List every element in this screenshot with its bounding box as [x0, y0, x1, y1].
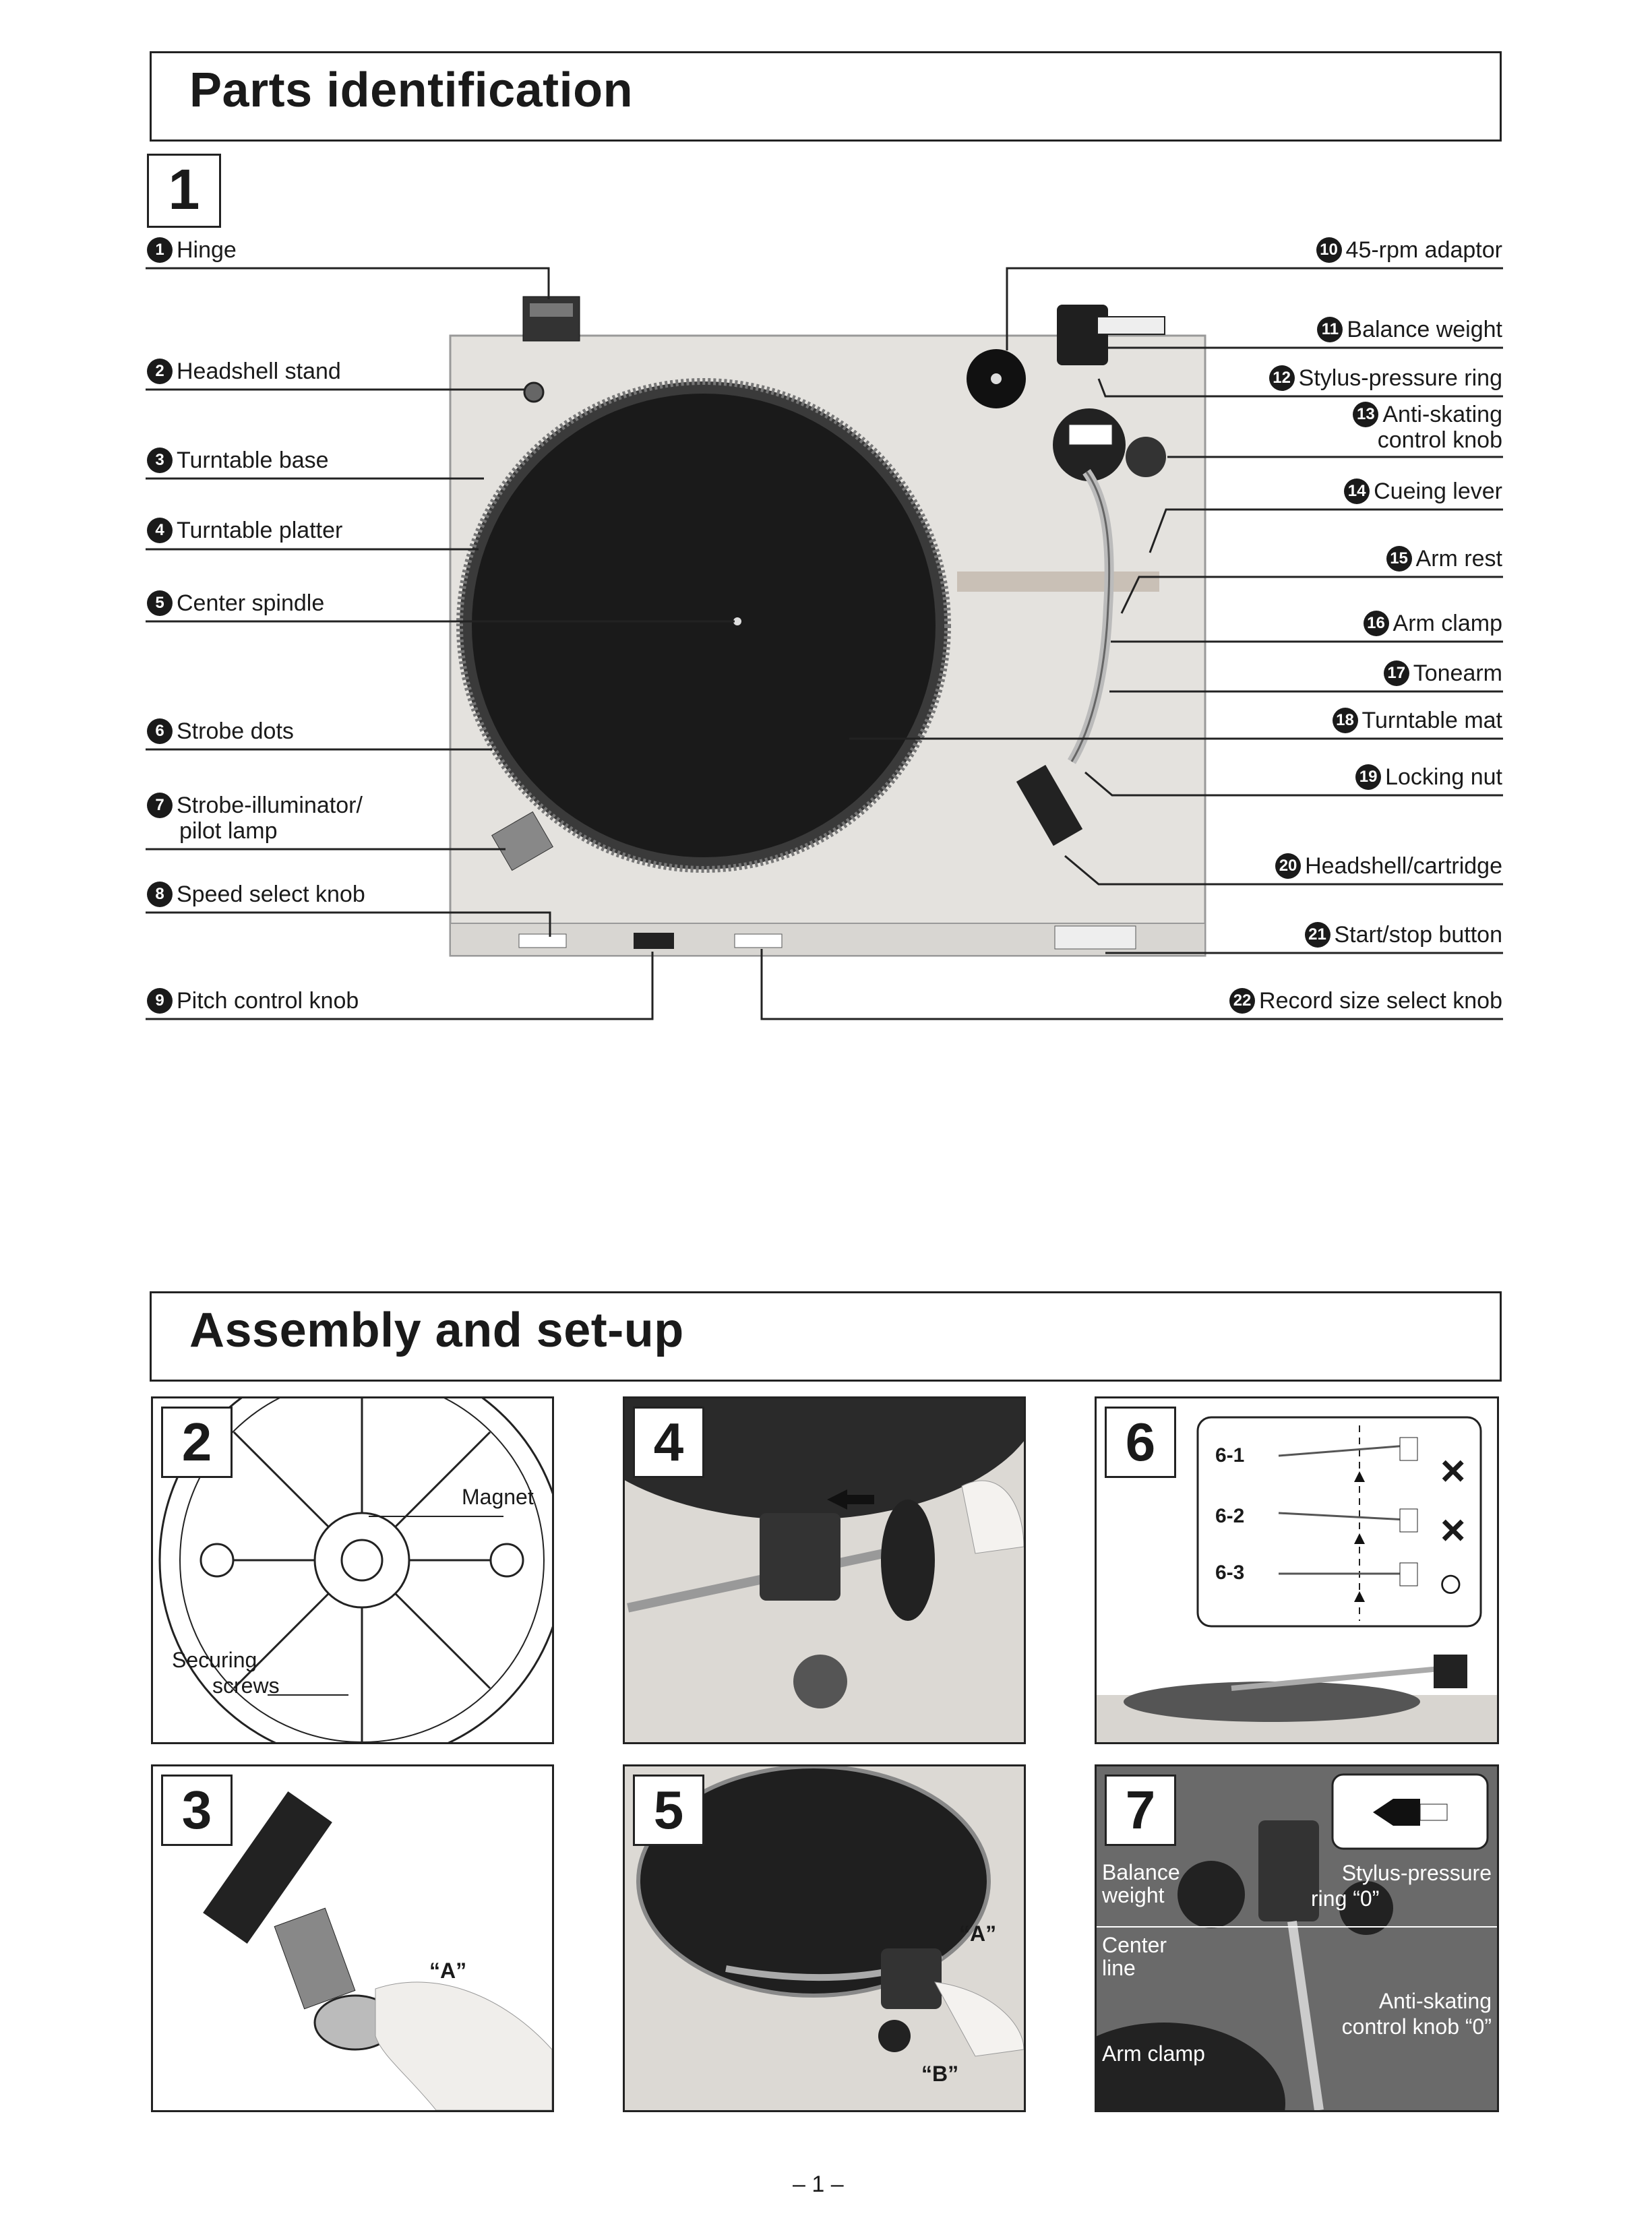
screws-label: screws [212, 1673, 280, 1698]
platter-underside-illustration [158, 1398, 552, 1742]
panel-number: 4 [633, 1407, 704, 1478]
turntable-diagram [146, 267, 1503, 1020]
center-line-label: Center line [1102, 1933, 1167, 1980]
leader-lines-right [760, 267, 1503, 1020]
section-header-parts: Parts identification [150, 51, 1502, 142]
b-label: “B” [921, 2062, 959, 2086]
a-label: “A” [959, 1921, 997, 1946]
balance-weight-label: Balance weight [1102, 1860, 1180, 1907]
arm-clamp-label: Arm clamp [1102, 2041, 1205, 2066]
tonearm-balance-illustration [1097, 1416, 1497, 1742]
panel-number: 5 [633, 1775, 704, 1846]
securing-label: Securing [172, 1648, 257, 1672]
panel-6: 6 6-1 6-2 6-3 × × ○ [1095, 1396, 1499, 1744]
panel-7: 7 Balance weight Center line Arm clamp S… [1095, 1764, 1499, 2112]
stylus-ring-label: ring “0” [1311, 1886, 1380, 1911]
panel-5: 5 “A” “B” [623, 1764, 1026, 2112]
headshell-mounting-illustration [203, 1791, 552, 2110]
a-label: “A” [429, 1959, 467, 1983]
row-6-1: 6-1 [1215, 1444, 1245, 1467]
section-title-assembly: Assembly and set-up [189, 1303, 684, 1357]
panel-4: 4 [623, 1396, 1026, 1744]
magnet-label: Magnet [462, 1485, 534, 1509]
hinge [522, 296, 580, 342]
control-knob-label: control knob “0” [1341, 2014, 1492, 2039]
panel-number: 2 [161, 1407, 233, 1478]
center-spindle [733, 617, 741, 625]
section-title: Parts identification [189, 63, 634, 117]
headshell [1016, 764, 1083, 846]
stylus-pressure-illustration [1097, 1766, 1497, 2110]
row-6-3: 6-3 [1215, 1562, 1245, 1584]
panel-number: 3 [161, 1775, 233, 1846]
anti-skating-label: Anti-skating [1378, 1989, 1492, 2013]
strobe-lamp [491, 811, 553, 871]
panel-2: 2 Magnet Securing screws [151, 1396, 554, 1744]
stylus-pressure-label: Stylus-pressure [1341, 1861, 1492, 1885]
balance-weight-illustration [625, 1398, 1024, 1742]
mark-6-3: ○ [1438, 1558, 1464, 1607]
row-6-2: 6-2 [1215, 1505, 1245, 1527]
mark-6-1: × [1440, 1446, 1466, 1495]
figure-number: 1 [147, 154, 221, 228]
panel-number: 7 [1105, 1775, 1176, 1846]
balance-weight [1057, 305, 1108, 365]
panel-number: 6 [1105, 1407, 1176, 1478]
page-number: – 1 – [793, 2171, 844, 2197]
mark-6-2: × [1440, 1506, 1466, 1554]
section-header-assembly: Assembly and set-up [150, 1291, 1502, 1382]
panel-3: 3 “A” [151, 1764, 554, 2112]
leader-lines-left [146, 267, 735, 1020]
turntable-mat [472, 394, 936, 857]
